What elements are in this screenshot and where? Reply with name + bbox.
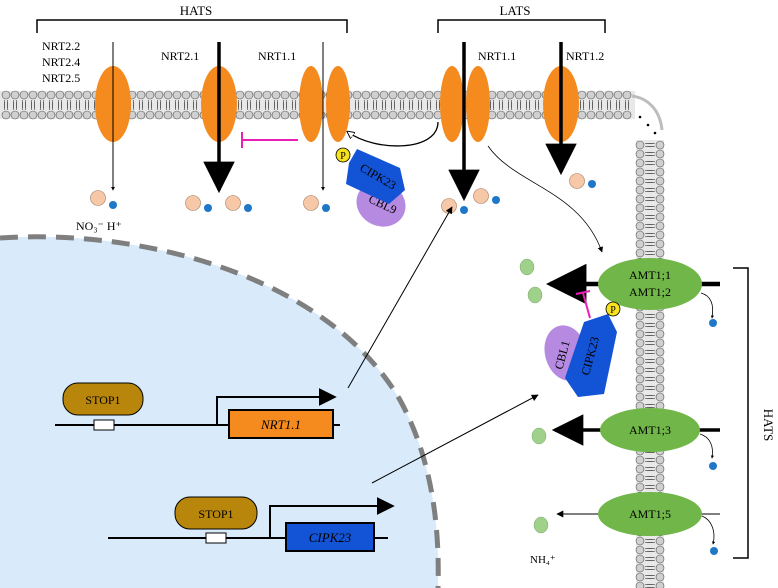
amt1-2-label: AMT1;2 bbox=[629, 285, 671, 299]
cipk23-top-protein bbox=[346, 149, 405, 204]
phospho-right-label: P bbox=[610, 305, 616, 316]
nrt2-2-label: NRT2.2 bbox=[42, 39, 80, 53]
amt1-1-label: AMT1;1 bbox=[629, 268, 671, 282]
ammonium-label: NH₄⁺ bbox=[530, 554, 556, 566]
gene-cipk23-locus: STOP1 CIPK23 bbox=[108, 496, 395, 552]
nucleus bbox=[0, 234, 441, 588]
ion-pair-3 bbox=[225, 195, 252, 212]
phospho-top bbox=[335, 147, 351, 163]
nrt1-2-transporter: NRT1.2 bbox=[543, 42, 604, 176]
cipk23-gene-box bbox=[285, 522, 375, 552]
stop1-binding-site-2 bbox=[205, 532, 227, 544]
nrt2-5-label: NRT2.5 bbox=[42, 71, 80, 85]
bracket-hats-top: HATS bbox=[36, 3, 348, 33]
bracket-hats-top-label: HATS bbox=[180, 3, 213, 18]
nitrate-proton-label: NO₃⁻ H⁺ bbox=[76, 219, 122, 233]
membrane-corner bbox=[631, 94, 664, 131]
amt1-5-label: AMT1;5 bbox=[629, 507, 671, 521]
nrt1-1-lats-transporter: NRT1.1 bbox=[440, 42, 516, 202]
amt1-3-label: AMT1;3 bbox=[629, 423, 671, 437]
ion-pair-1 bbox=[90, 190, 117, 209]
cipk23-target-arrow bbox=[348, 121, 439, 147]
nrt2-4-label: NRT2.4 bbox=[42, 55, 80, 69]
ion-pair-2 bbox=[185, 195, 212, 212]
inhibition-nrt1-1-to-nrt2-1 bbox=[241, 132, 298, 148]
nrt2-1-transporter: NRT2.1 bbox=[161, 42, 237, 194]
signal-arrow-nrt-to-amt bbox=[487, 145, 603, 253]
nitrate-ions bbox=[90, 173, 596, 214]
phospho-top-label: P bbox=[340, 151, 346, 162]
nrt1-2-label: NRT1.2 bbox=[566, 49, 604, 63]
bracket-lats-top: LATS bbox=[437, 3, 606, 33]
expression-arrow-cipk23 bbox=[371, 394, 539, 484]
stop1-protein-2 bbox=[174, 496, 258, 530]
stop1-protein-1 bbox=[62, 382, 144, 416]
stop1-label-1: STOP1 bbox=[85, 393, 120, 407]
amt1-3-transporter: AMT1;3 bbox=[551, 408, 720, 470]
nrt2-2-transporter: NRT2.2 NRT2.4 NRT2.5 bbox=[42, 39, 131, 191]
stop1-label-2: STOP1 bbox=[198, 507, 233, 521]
bracket-lats-top-label: LATS bbox=[499, 3, 530, 18]
ammonium-ions bbox=[519, 258, 549, 534]
cipk23-right-protein bbox=[565, 314, 617, 397]
nrt1-1-lats-label: NRT1.1 bbox=[478, 49, 516, 63]
nrt1-1-hats-transporter: NRT1.1 bbox=[258, 42, 350, 191]
gene-nrt1-1-locus: STOP1 NRT1.1 bbox=[55, 382, 340, 439]
expression-arrow-nrt1-1 bbox=[347, 206, 453, 389]
nrt2-1-label: NRT2.1 bbox=[161, 49, 199, 63]
ion-pair-5 bbox=[441, 198, 468, 214]
nrt1-1-hats-label: NRT1.1 bbox=[258, 49, 296, 63]
nrt1-1-gene-box bbox=[228, 409, 334, 439]
membrane-corner-dots bbox=[638, 115, 657, 135]
amt1-1-amt1-2-transporter: AMT1;1 AMT1;2 bbox=[545, 258, 720, 327]
ion-pair-4 bbox=[303, 195, 330, 212]
bracket-hats-right: HATS bbox=[733, 267, 776, 559]
phospho-right bbox=[605, 301, 621, 317]
cipk23-cbl1-complex: CBL1 CIPK23 P bbox=[544, 290, 621, 397]
ion-pair-6 bbox=[473, 188, 500, 204]
ion-pair-7 bbox=[569, 173, 596, 189]
bracket-hats-right-label: HATS bbox=[761, 409, 776, 442]
amt1-5-transporter: AMT1;5 bbox=[556, 492, 720, 555]
cipk23-cbl9-complex: CBL9 CIPK23 P bbox=[335, 147, 406, 227]
cipk23-gene-label: CIPK23 bbox=[309, 530, 352, 545]
stop1-binding-site-1 bbox=[93, 419, 115, 431]
nrt1-1-gene-label: NRT1.1 bbox=[260, 417, 301, 432]
inhibition-cipk23-to-amt bbox=[575, 290, 591, 319]
